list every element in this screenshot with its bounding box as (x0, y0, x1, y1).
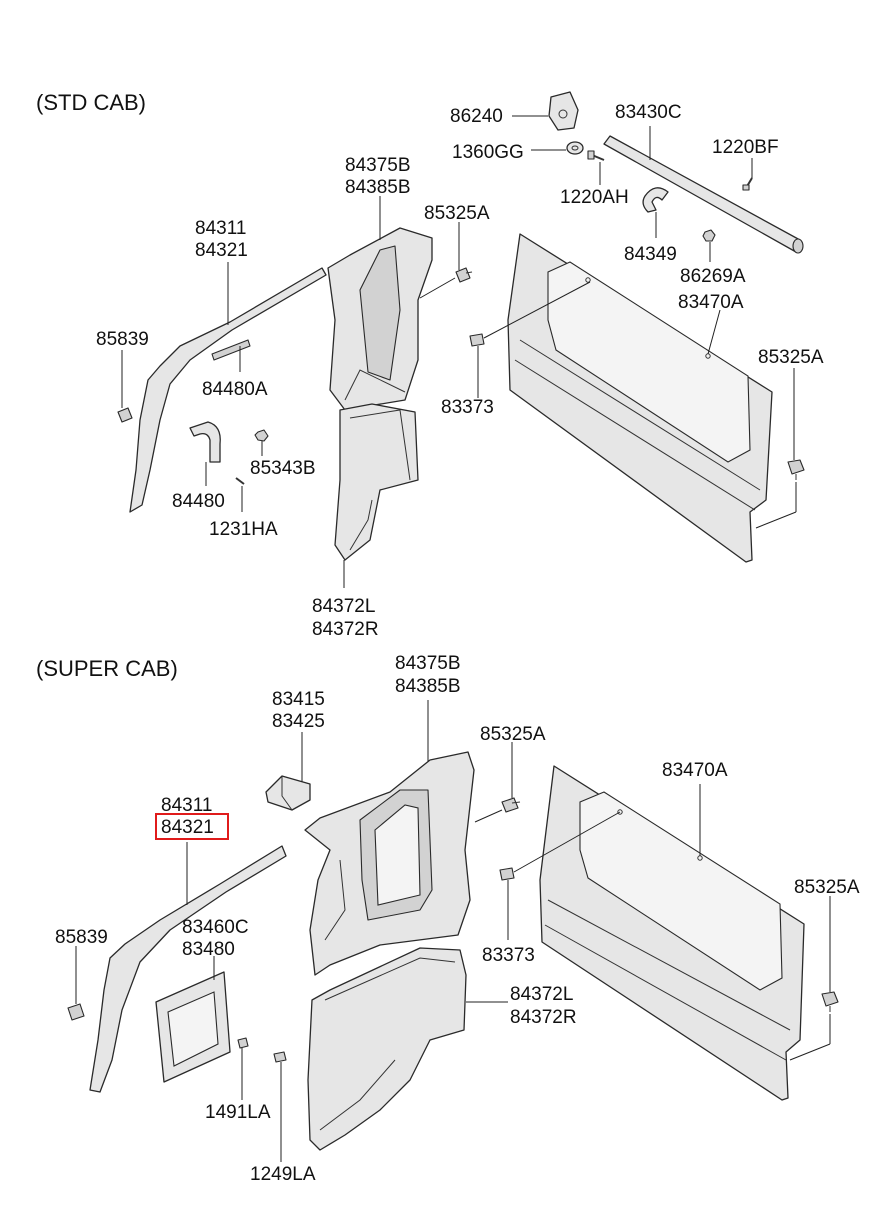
label-1360gg: 1360GG (452, 142, 524, 163)
label-83373: 83373 (441, 397, 494, 418)
clip-85325a-top (455, 267, 473, 283)
label-1220bf: 1220BF (712, 137, 779, 158)
screw-1249la (273, 1051, 287, 1063)
super-label-84321: 84321 (161, 817, 214, 838)
label-83470a: 83470A (678, 292, 744, 313)
super-label-84372l: 84372L (510, 984, 573, 1005)
label-86240: 86240 (450, 106, 503, 127)
super-cab-title: (SUPER CAB) (36, 656, 178, 681)
label-84385b: 84385B (345, 177, 411, 198)
label-84311: 84311 (195, 218, 246, 239)
label-84372l: 84372L (312, 596, 375, 617)
bolt-85839 (117, 407, 133, 423)
screw-1220bf (742, 177, 753, 191)
super-bolt-85839 (67, 1003, 85, 1021)
super-lower-trim-84372l (307, 947, 467, 1151)
super-label-85325a-right: 85325A (794, 877, 860, 898)
std-cab-section: (STD CAB) (36, 90, 824, 640)
lower-trim-84372l (334, 403, 419, 561)
super-label-83373: 83373 (482, 945, 535, 966)
handle-84480 (189, 421, 221, 463)
screw-1231ha (235, 477, 245, 485)
std-cab-title: (STD CAB) (36, 90, 146, 115)
super-label-83425: 83425 (272, 711, 325, 732)
label-84321: 84321 (195, 240, 248, 261)
clip-83373 (469, 333, 485, 347)
super-label-1491la: 1491LA (205, 1102, 271, 1123)
label-84375b: 84375B (345, 155, 411, 176)
label-85839: 85839 (96, 329, 149, 350)
super-label-83480: 83480 (182, 939, 235, 960)
nut-86269a (702, 229, 716, 242)
super-label-85325a-top: 85325A (480, 724, 546, 745)
super-label-1249la: 1249LA (250, 1164, 316, 1185)
super-pillar-trim-84311 (89, 845, 287, 1093)
handle-84480a (211, 339, 251, 361)
super-label-83470a: 83470A (662, 760, 728, 781)
label-85343b: 85343B (250, 458, 316, 479)
super-label-84311: 84311 (161, 795, 212, 816)
label-1231ha: 1231HA (209, 519, 278, 540)
super-clip-85325a-top (501, 797, 521, 813)
pillar-trim-84311 (129, 267, 327, 513)
super-clip-83373 (499, 867, 515, 881)
super-label-84372r: 84372R (510, 1007, 577, 1028)
super-label-84375b: 84375B (395, 653, 461, 674)
bracket-86240 (548, 91, 579, 131)
super-cab-section: (SUPER CAB) (36, 653, 860, 1185)
super-label-83460c: 83460C (182, 917, 249, 938)
super-label-85839: 85839 (55, 927, 108, 948)
label-1220ah: 1220AH (560, 187, 629, 208)
label-85325a-right: 85325A (758, 347, 824, 368)
label-84349: 84349 (624, 244, 677, 265)
super-label-84385b: 84385B (395, 676, 461, 697)
label-84480: 84480 (172, 491, 225, 512)
label-84372r: 84372R (312, 619, 379, 640)
label-84480a: 84480A (202, 379, 268, 400)
label-85325a-top: 85325A (424, 203, 490, 224)
nut-85343b (254, 429, 269, 442)
super-label-83415: 83415 (272, 689, 325, 710)
screw-1491la (237, 1037, 249, 1049)
clip-84349 (642, 187, 669, 213)
highlight-box-84321 (155, 813, 229, 840)
super-clip-85325a-right (821, 991, 839, 1012)
label-83430c: 83430C (615, 102, 682, 123)
clip-85325a-right (787, 459, 805, 480)
screw-1220ah (587, 150, 605, 161)
washer-1360gg (566, 141, 584, 155)
label-86269a: 86269A (680, 266, 746, 287)
